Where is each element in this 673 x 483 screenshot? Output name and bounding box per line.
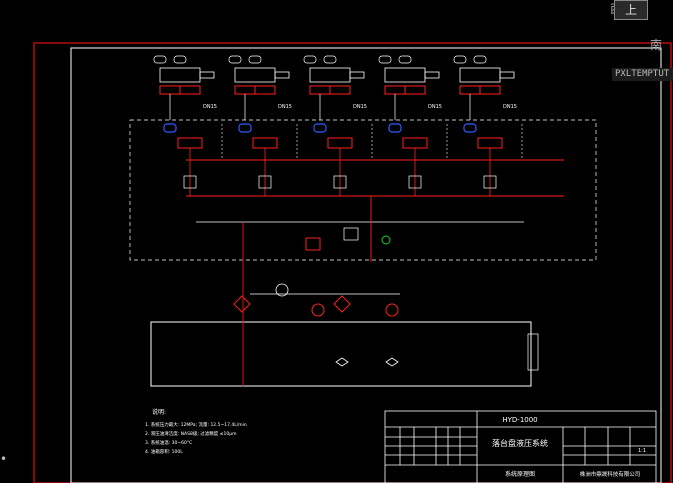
check-valve xyxy=(408,175,422,189)
level-gauge xyxy=(385,357,399,367)
tag-bubble xyxy=(323,55,337,64)
tag-bubble xyxy=(398,55,412,64)
cylinder-rod xyxy=(274,71,290,79)
note-line-3: 3. 系统油温: 30~60°C xyxy=(145,439,192,446)
cylinder-body xyxy=(309,67,351,83)
oil-tank xyxy=(150,321,532,387)
system-name: 落台盘液压系统 xyxy=(492,438,548,448)
notes-title: 说明: xyxy=(152,408,166,416)
pipe-size-label: DN15 xyxy=(428,104,442,110)
cylinder-body xyxy=(159,67,201,83)
tag-bubble xyxy=(378,55,392,64)
tag-bubble xyxy=(473,55,487,64)
named-style-label[interactable]: PXLTEMPTUT xyxy=(612,68,673,81)
cylinder-body xyxy=(459,67,501,83)
inner-border xyxy=(70,47,662,483)
drawing-number: HYD-1000 xyxy=(502,416,537,424)
cylinder-rod xyxy=(424,71,440,79)
cylinder-rod xyxy=(199,71,215,79)
valve-manifold xyxy=(129,119,597,262)
tag-bubble xyxy=(303,55,317,64)
company-name: 株洲市鼎晟科技有限公司 xyxy=(580,470,641,478)
check-valve xyxy=(258,175,272,189)
manifold-valve xyxy=(477,137,503,149)
check-valve xyxy=(333,175,347,189)
flow-control-marker xyxy=(313,123,327,133)
level-gauge xyxy=(335,357,349,367)
directional-valve xyxy=(254,85,276,95)
pipe-size-label: DN15 xyxy=(203,104,217,110)
pipe-size-label: DN15 xyxy=(503,104,517,110)
directional-valve xyxy=(384,85,406,95)
note-line-2: 2. 液压油清洁度: NAS8级; 过滤精度 ≤10μm xyxy=(145,430,236,437)
pump-symbol xyxy=(311,303,325,317)
flow-control-marker xyxy=(163,123,177,133)
title-block xyxy=(384,410,657,483)
manifold-enclosure xyxy=(129,119,597,261)
viewcube-top-face[interactable]: 上 xyxy=(614,0,648,20)
filter-symbol xyxy=(333,295,351,313)
note-line-4: 4. 油箱容积: 100L xyxy=(145,448,183,455)
manifold-valve xyxy=(327,137,353,149)
pump-symbol xyxy=(275,283,289,297)
check-valve xyxy=(183,175,197,189)
filter-symbol xyxy=(233,295,251,313)
directional-valve xyxy=(479,85,501,95)
cylinder-body xyxy=(234,67,276,83)
pressure-switch xyxy=(343,227,359,241)
accumulator-symbol xyxy=(381,235,391,245)
tag-bubble xyxy=(248,55,262,64)
directional-valve xyxy=(404,85,426,95)
cylinder-rod xyxy=(499,71,515,79)
tag-bubble xyxy=(228,55,242,64)
directional-valve xyxy=(159,85,181,95)
drawing-name: 系统原理图 xyxy=(505,470,535,478)
manifold-valve xyxy=(402,137,428,149)
pipe-size-label: DN15 xyxy=(278,104,292,110)
tag-bubble xyxy=(173,55,187,64)
note-line-1: 1. 系统压力最大: 12MPa; 流量: 12.5~17.4L/min xyxy=(145,421,247,428)
flow-control-marker xyxy=(238,123,252,133)
outer-border xyxy=(33,42,672,483)
relief-valve xyxy=(305,237,321,251)
oil-level-indicator xyxy=(527,333,539,371)
pump-symbol xyxy=(385,303,399,317)
crosshair-cursor-icon: • xyxy=(0,452,8,466)
actuator-row: DN15 DN15 DN15 DN15 DN15 xyxy=(153,55,517,120)
manifold-valve xyxy=(252,137,278,149)
check-valve xyxy=(483,175,497,189)
tag-bubble xyxy=(153,55,167,64)
pipe-size-label: DN15 xyxy=(353,104,367,110)
directional-valve xyxy=(459,85,481,95)
directional-valve xyxy=(309,85,331,95)
tag-bubble xyxy=(453,55,467,64)
directional-valve xyxy=(329,85,351,95)
drawing-scale: 1:1 xyxy=(638,448,646,454)
pump-station xyxy=(233,283,539,371)
compass-south-label: 南 xyxy=(650,38,663,52)
cylinder-rod xyxy=(349,71,365,79)
directional-valve xyxy=(179,85,201,95)
directional-valve xyxy=(234,85,256,95)
flow-control-marker xyxy=(463,123,477,133)
cylinder-body xyxy=(384,67,426,83)
flow-control-marker xyxy=(388,123,402,133)
manifold-valve xyxy=(177,137,203,149)
